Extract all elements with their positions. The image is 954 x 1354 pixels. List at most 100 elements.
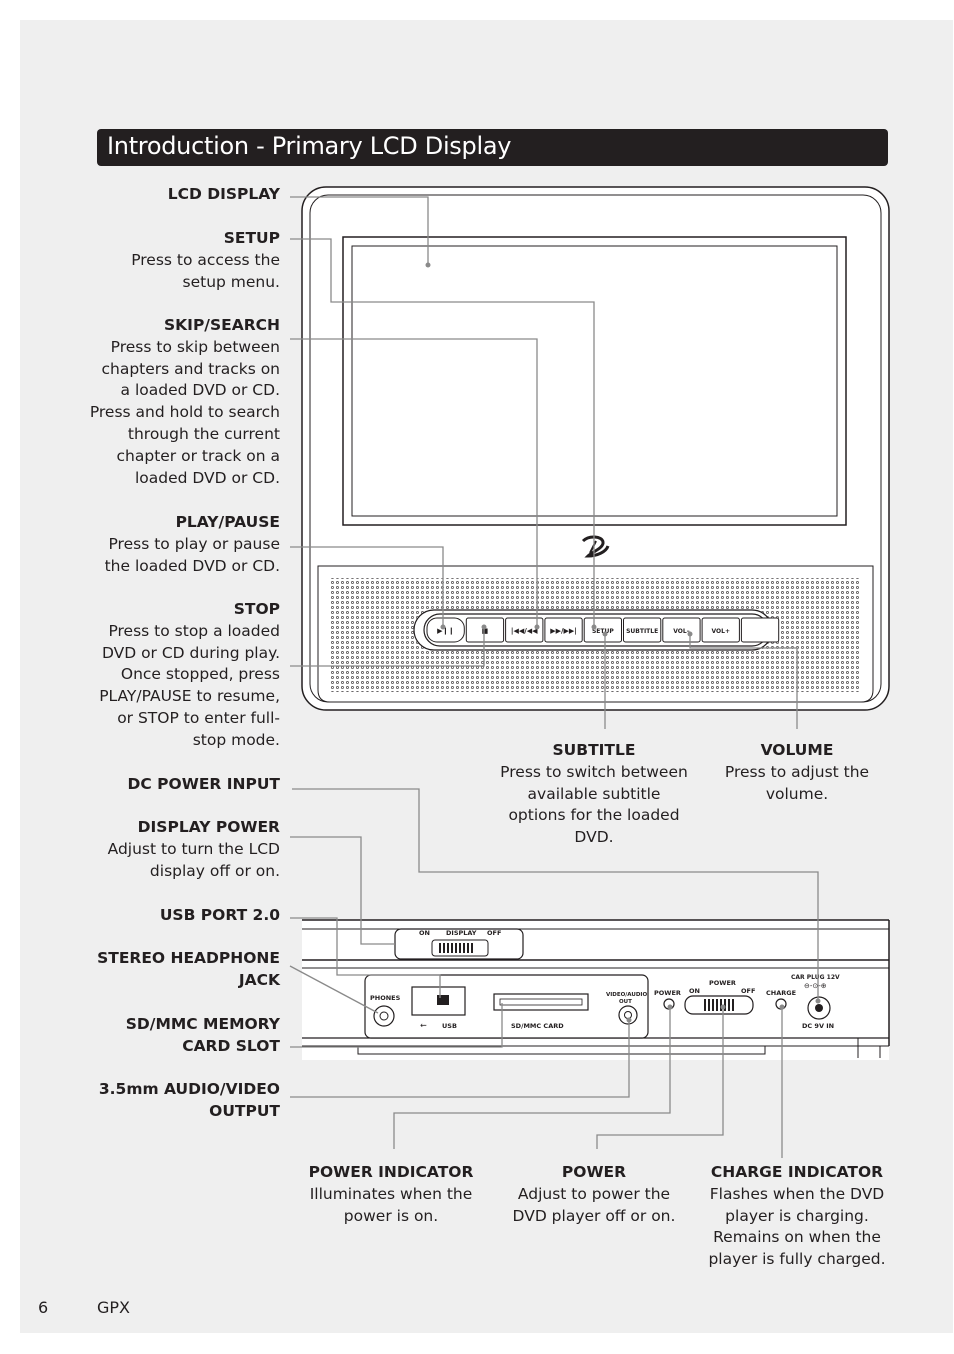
label-charge-indicator-line: player is fully charged. (708, 1250, 886, 1269)
gpx-logo-icon (581, 535, 610, 558)
label-skip-search: SKIP/SEARCH Press to skip between chapte… (90, 315, 280, 489)
side-view-device: ON DISPLAY OFF PHONES ⇜ USB SD/MMC CARD … (302, 919, 890, 1060)
label-power: POWER Adjust to power the DVD player off… (504, 1162, 684, 1227)
label-stop-line: Press to stop a loaded (108, 621, 280, 640)
usb-icon: ⇜ (420, 1021, 427, 1030)
label-play-pause-title: PLAY/PAUSE (175, 513, 280, 531)
charge-text: CHARGE (766, 989, 796, 997)
label-lcd-display-title: LCD DISPLAY (167, 185, 280, 203)
label-stop-line: stop mode. (192, 730, 280, 749)
av-output-jack[interactable] (618, 1005, 638, 1025)
stop-icon: ■ (482, 627, 489, 635)
label-charge-indicator-line: Remains on when the (713, 1228, 881, 1247)
volume-up-button-label: VOL+ (712, 628, 731, 635)
label-lcd-display: LCD DISPLAY (168, 184, 280, 206)
label-display-power-title: DISPLAY POWER (137, 818, 280, 836)
label-skip-search-title: SKIP/SEARCH (164, 316, 280, 334)
label-skip-search-line: Press and hold to search (89, 403, 280, 422)
label-subtitle-line: available subtitle (527, 784, 661, 803)
label-usb-port-title: USB PORT 2.0 (159, 906, 280, 924)
label-sd-mmc-title: CARD SLOT (182, 1036, 280, 1055)
headphone-jack[interactable] (373, 1005, 395, 1027)
out-text: OUT (619, 999, 632, 1005)
label-skip-search-line: Press to skip between (110, 337, 280, 356)
label-charge-indicator-title: CHARGE INDICATOR (710, 1163, 884, 1181)
label-headphone-title: STEREO HEADPHONE (97, 949, 280, 967)
play-pause-button[interactable] (426, 617, 465, 643)
label-sd-mmc-title: SD/MMC MEMORY (125, 1015, 280, 1033)
label-stop-line: Once stopped, press (120, 665, 280, 684)
label-volume-title: VOLUME (760, 741, 834, 759)
display-on-text: ON (419, 929, 430, 937)
label-skip-search-line: a loaded DVD or CD. (120, 381, 280, 400)
phones-text: PHONES (370, 994, 401, 1002)
leader-lines (289, 196, 819, 1158)
power-led-text: POWER (654, 989, 681, 997)
display-text: DISPLAY (446, 929, 477, 937)
sd-card-text: SD/MMC CARD (511, 1022, 564, 1030)
label-sd-mmc: SD/MMC MEMORY CARD SLOT (126, 1014, 280, 1058)
label-dc-power-input: DC POWER INPUT (128, 774, 280, 796)
label-dc-power-input-title: DC POWER INPUT (127, 775, 280, 793)
play-pause-icon: ▶❙❙ (437, 627, 454, 635)
label-play-pause-line: the loaded DVD or CD. (104, 556, 280, 575)
label-play-pause: PLAY/PAUSE Press to play or pause the lo… (105, 512, 280, 577)
video-audio-text: VIDEO/AUDIO (606, 992, 647, 998)
label-setup-title: SETUP (223, 229, 280, 247)
label-stop-line: PLAY/PAUSE to resume, (99, 687, 280, 706)
skip-forward-button[interactable] (544, 617, 583, 643)
skip-forward-icon: ▶▶/▶▶| (550, 627, 577, 636)
label-skip-search-line: chapters and tracks on (101, 359, 280, 378)
subtitle-button[interactable] (623, 617, 662, 643)
label-power-line: Adjust to power the (517, 1184, 671, 1203)
volume-up-button[interactable] (701, 617, 740, 643)
label-volume-line: Press to adjust the (724, 762, 870, 781)
label-charge-indicator-line: player is charging. (725, 1206, 869, 1225)
car-plug-text: CAR PLUG 12V (791, 974, 840, 981)
power-switch-text: POWER (709, 979, 736, 987)
label-subtitle-line: options for the loaded (508, 806, 680, 825)
label-volume: VOLUME Press to adjust the volume. (707, 740, 887, 805)
label-display-power-line: display off or on. (149, 861, 280, 880)
label-display-power: DISPLAY POWER Adjust to turn the LCD dis… (108, 817, 280, 882)
label-setup-line: Press to access the (131, 250, 280, 269)
label-setup-line: setup menu. (182, 272, 281, 291)
label-stop-title: STOP (233, 600, 280, 618)
section-title: Introduction - Primary LCD Display (107, 132, 512, 160)
power-off-text: OFF (741, 987, 755, 995)
blank-button[interactable] (740, 617, 780, 643)
label-skip-search-line: through the current (127, 424, 280, 443)
label-power-title: POWER (561, 1163, 627, 1181)
label-skip-search-line: loaded DVD or CD. (134, 468, 280, 487)
label-subtitle-line: Press to switch between (500, 762, 688, 781)
section-title-bar: Introduction - Primary LCD Display (97, 129, 888, 166)
label-stop-line: or STOP to enter full- (117, 708, 280, 727)
stop-button[interactable] (465, 617, 505, 643)
usb-text: USB (442, 1022, 457, 1030)
power-switch[interactable] (684, 995, 754, 1015)
page-number: 6 (38, 1298, 49, 1317)
label-usb-port: USB PORT 2.0 (160, 905, 280, 927)
label-volume-line: volume. (765, 784, 829, 803)
label-power-indicator-title: POWER INDICATOR (308, 1163, 474, 1181)
skip-back-button[interactable] (505, 617, 544, 643)
label-stop: STOP Press to stop a loaded DVD or CD du… (99, 599, 280, 752)
label-charge-indicator: CHARGE INDICATOR Flashes when the DVD pl… (702, 1162, 892, 1271)
volume-down-button-label: VOL– (673, 628, 689, 635)
label-display-power-line: Adjust to turn the LCD (107, 839, 280, 858)
dc-in-text: DC 9V IN (802, 1022, 834, 1030)
label-power-indicator-line: Illuminates when the (309, 1184, 473, 1203)
label-subtitle-title: SUBTITLE (552, 741, 636, 759)
label-subtitle: SUBTITLE Press to switch between availab… (494, 740, 694, 849)
label-subtitle-line: DVD. (574, 828, 614, 847)
label-charge-indicator-line: Flashes when the DVD (709, 1184, 885, 1203)
footer-brand: GPX (97, 1298, 131, 1317)
display-off-text: OFF (487, 929, 501, 937)
label-power-indicator-line: power is on. (343, 1206, 439, 1225)
skip-back-icon: |◀◀/◀◀ (511, 627, 538, 636)
label-power-line: DVD player off or on. (512, 1206, 676, 1225)
label-skip-search-line: chapter or track on a (116, 446, 280, 465)
label-setup: SETUP Press to access the setup menu. (131, 228, 280, 293)
